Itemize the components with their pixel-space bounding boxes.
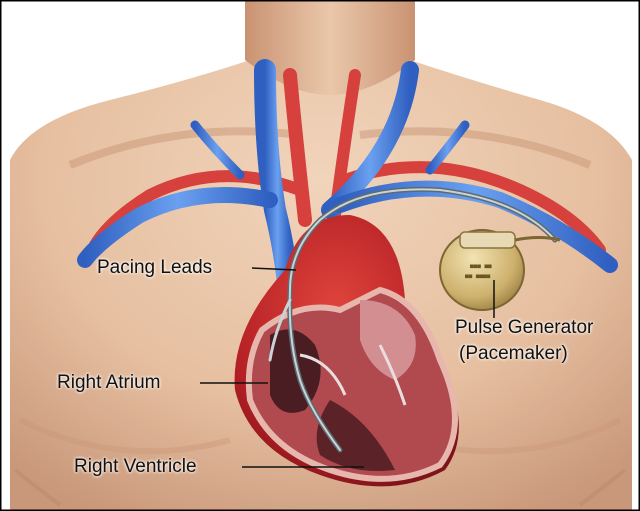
label-right-atrium: Right Atrium xyxy=(57,371,160,395)
svg-text:■■■ ■■: ■■■ ■■ xyxy=(470,263,492,270)
label-right-ventricle: Right Ventricle xyxy=(74,455,197,479)
label-pacemaker: (Pacemaker) xyxy=(459,342,568,366)
label-pulse-generator: Pulse Generator xyxy=(455,316,593,340)
svg-text:■■ ■■■■: ■■ ■■■■ xyxy=(465,273,491,280)
label-pacing-leads: Pacing Leads xyxy=(97,256,212,280)
